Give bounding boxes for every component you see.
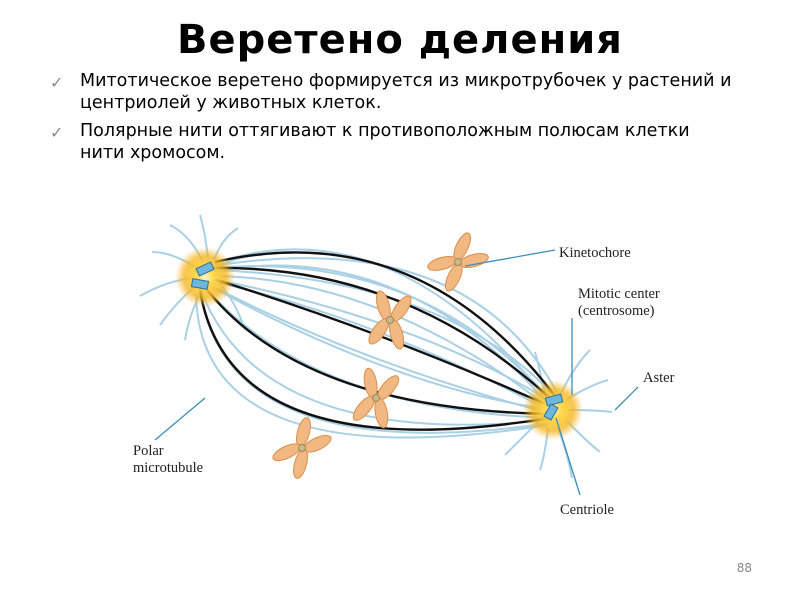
label-centrosome: (centrosome)	[578, 303, 655, 319]
label-mitotic-center: Mitotic center	[578, 286, 660, 302]
kinetochores	[298, 258, 462, 452]
label-polar: Polar	[133, 443, 164, 459]
bullet-item: ✓ Митотическое веретено формируется из м…	[48, 70, 738, 114]
bullet-text: Полярные нити оттягивают к противоположн…	[80, 121, 690, 163]
label-kinetochore: Kinetochore	[559, 245, 631, 261]
label-leaders	[154, 249, 639, 496]
bullet-list: ✓ Митотическое веретено формируется из м…	[48, 70, 738, 170]
left-centrosome	[175, 247, 235, 307]
label-centriole: Centriole	[560, 502, 614, 518]
slide-title: Веретено деления	[177, 17, 623, 63]
checkmark-icon: ✓	[50, 73, 64, 92]
checkmark-icon: ✓	[50, 123, 64, 142]
bullet-item: ✓ Полярные нити оттягивают к противополо…	[48, 120, 738, 164]
bullet-text: Митотическое веретено формируется из мик…	[80, 71, 732, 113]
page-number: 88	[736, 561, 752, 575]
label-aster: Aster	[643, 370, 675, 386]
right-centrosome	[523, 380, 583, 440]
label-microtubule: microtubule	[133, 460, 203, 476]
